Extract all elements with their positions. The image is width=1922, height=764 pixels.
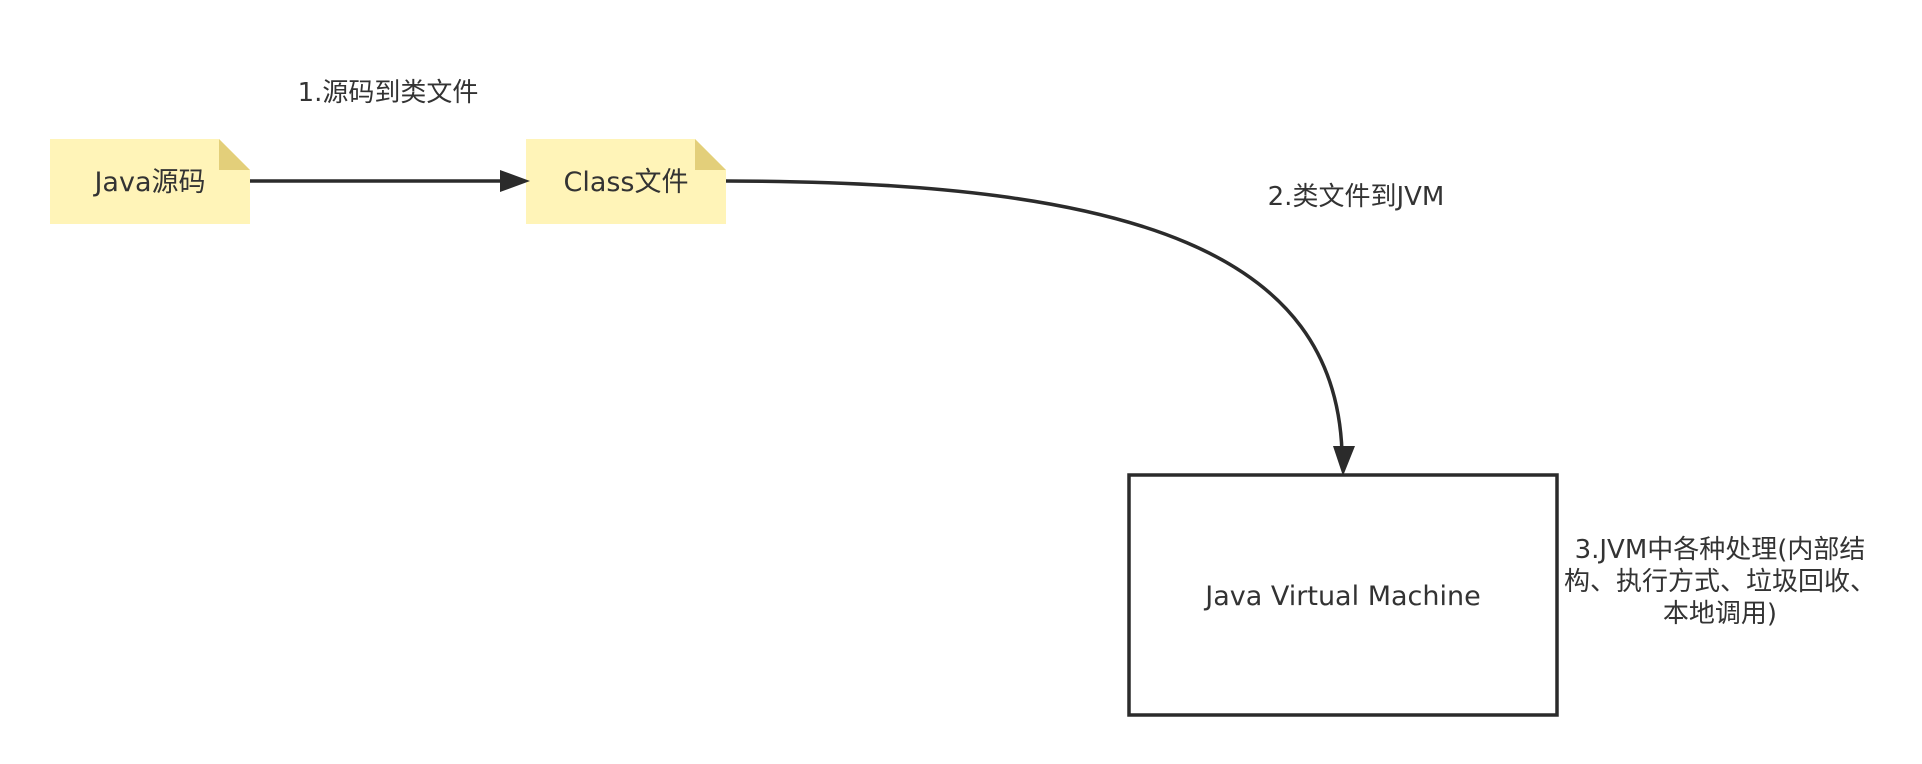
jvm-note-line-2: 构、执行方式、垃圾回收、	[1564, 567, 1876, 597]
jvm-label: Java Virtual Machine	[1203, 581, 1480, 612]
java-source-note[interactable]: Java源码	[50, 139, 250, 224]
java-source-label: Java源码	[92, 167, 205, 198]
jvm-box[interactable]: Java Virtual Machine	[1127, 473, 1559, 717]
jvm-note-line-1: 3.JVM中各种处理(内部结	[1575, 535, 1866, 565]
class-file-note-body	[526, 139, 726, 224]
edge-source-to-class-arrowhead	[500, 170, 530, 192]
edge-class-to-jvm-arrowhead	[1333, 446, 1355, 476]
class-file-note[interactable]: Class文件	[526, 139, 726, 224]
jvm-box-rect	[1127, 473, 1559, 717]
edge-class-to-jvm-curve	[725, 179, 1344, 453]
jvm-note-line-3: 本地调用)	[1663, 599, 1777, 629]
class-file-label: Class文件	[563, 167, 688, 198]
class-file-note-fold	[695, 139, 726, 170]
edge-source-to-class	[250, 170, 530, 192]
jvm-processing-note: 3.JVM中各种处理(内部结 构、执行方式、垃圾回收、 本地调用)	[1564, 535, 1876, 629]
java-source-note-body	[50, 139, 250, 224]
edge-class-to-jvm-label: 2.类文件到JVM	[1268, 182, 1445, 212]
java-source-note-fold	[219, 139, 250, 170]
edge-source-to-class-label: 1.源码到类文件	[298, 78, 479, 108]
edge-class-to-jvm	[725, 179, 1355, 476]
